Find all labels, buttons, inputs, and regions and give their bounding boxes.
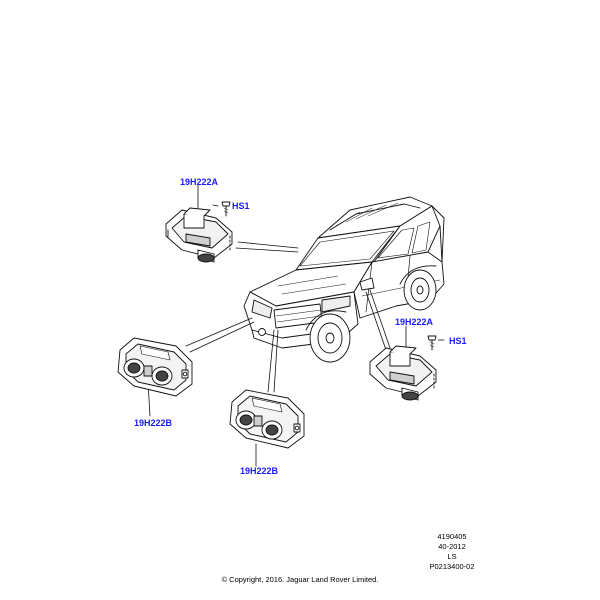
reference-line-4: P0213400-02 [429, 562, 475, 571]
reference-line-1: 4190405 [437, 532, 467, 541]
part-19h222b-left [117, 337, 193, 397]
reference-line-3: LS [447, 552, 457, 561]
screw-hs1-upper [221, 201, 231, 217]
reference-line-2: 40-2012 [438, 542, 466, 551]
vehicle-illustration [243, 196, 445, 363]
reference-block: 4190405 40-2012 LS P0213400-02 [420, 532, 484, 572]
leader-lines [147, 184, 445, 467]
callout-hs1-lower[interactable]: HS1 [449, 336, 467, 346]
callout-19h222a-upper[interactable]: 19H222A [180, 177, 219, 187]
callout-19h222b-left[interactable]: 19H222B [134, 418, 173, 428]
copyright-notice: © Copyright, 2016. Jaguar Land Rover Lim… [221, 575, 379, 584]
part-19h222a-upper [165, 207, 233, 263]
part-19h222a-lower [369, 345, 437, 401]
callout-hs1-upper[interactable]: HS1 [232, 201, 250, 211]
callout-19h222b-center[interactable]: 19H222B [240, 466, 279, 476]
part-19h222b-center [229, 389, 305, 449]
screw-hs1-lower [427, 335, 437, 351]
callout-19h222a-lower[interactable]: 19H222A [395, 317, 434, 327]
